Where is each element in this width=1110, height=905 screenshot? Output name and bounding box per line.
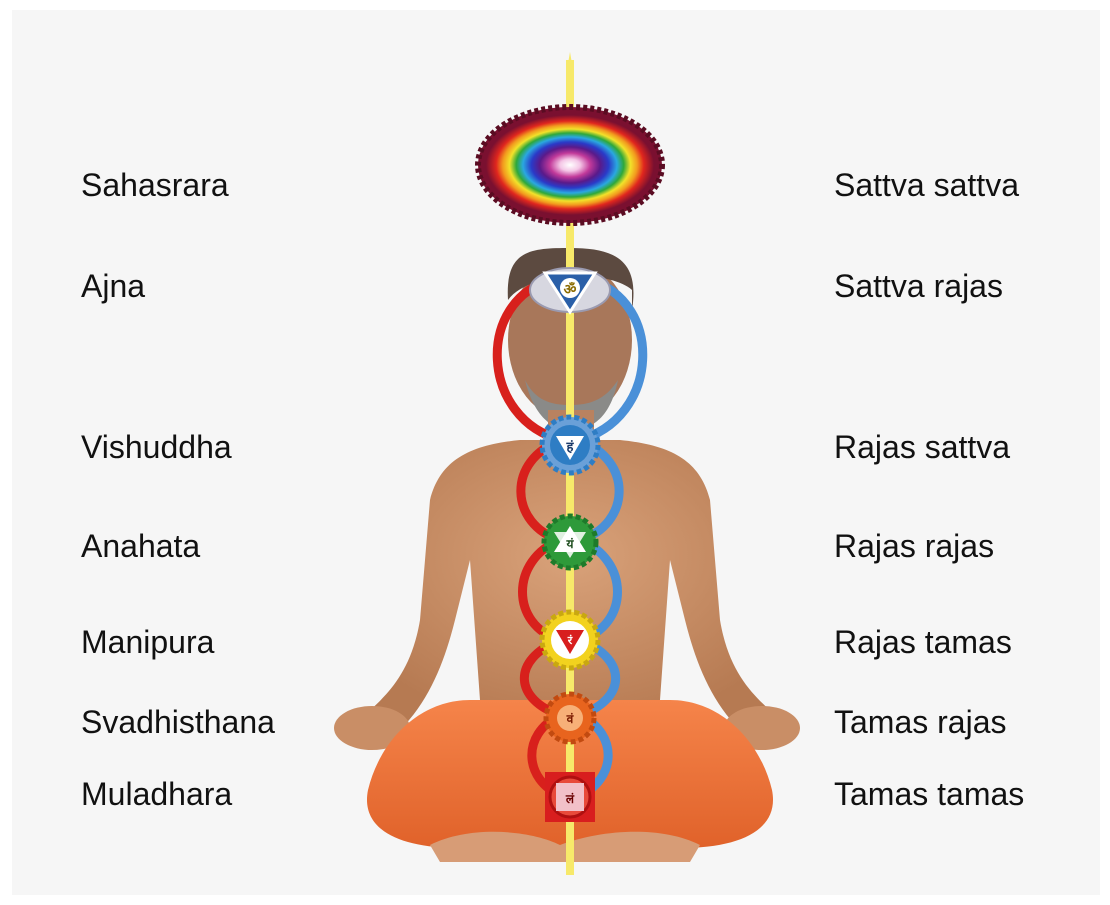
label-svadhisthana: Svadhisthana [81, 703, 275, 741]
vishuddha-chakra: हं [542, 417, 598, 473]
label-anahata: Anahata [81, 527, 200, 565]
quality-sahasrara: Sattva sattva [834, 166, 1019, 204]
svg-text:वं: वं [566, 712, 575, 726]
quality-ajna: Sattva rajas [834, 267, 1003, 305]
quality-vishuddha: Rajas sattva [834, 428, 1010, 466]
quality-svadhisthana: Tamas rajas [834, 703, 1007, 741]
label-sahasrara: Sahasrara [81, 166, 229, 204]
svg-text:ॐ: ॐ [564, 281, 577, 298]
label-ajna: Ajna [81, 267, 145, 305]
svg-text:रं: रं [567, 634, 573, 647]
quality-manipura: Rajas tamas [834, 623, 1012, 661]
quality-muladhara: Tamas tamas [834, 775, 1024, 813]
manipura-chakra: रं [542, 612, 598, 668]
svg-text:यं: यं [566, 537, 575, 551]
svadhisthana-chakra: वं [546, 694, 594, 742]
muladhara-chakra: लं [545, 772, 595, 822]
svg-text:हं: हं [566, 439, 575, 455]
ajna-chakra: ॐ [530, 268, 610, 312]
anahata-chakra: यं [544, 516, 596, 568]
label-muladhara: Muladhara [81, 775, 232, 813]
svg-text:लं: लं [565, 792, 575, 806]
label-vishuddha: Vishuddha [81, 428, 232, 466]
quality-anahata: Rajas rajas [834, 527, 994, 565]
sahasrara-lotus [478, 107, 662, 223]
label-manipura: Manipura [81, 623, 214, 661]
